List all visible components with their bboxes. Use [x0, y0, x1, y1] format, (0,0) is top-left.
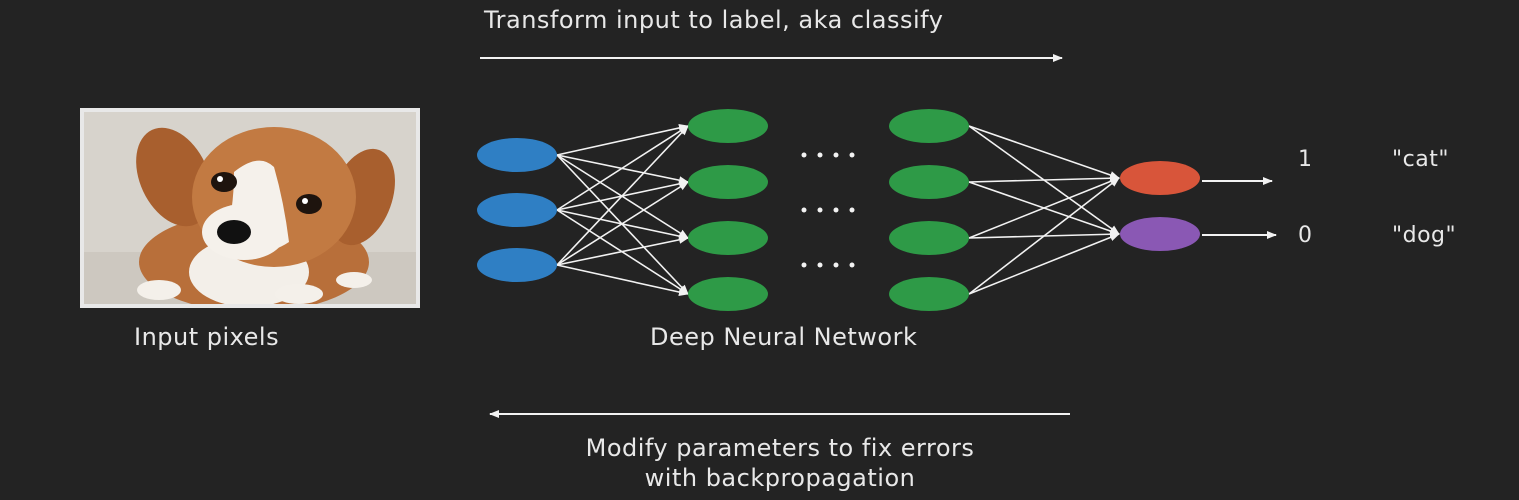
hidden-node	[889, 109, 969, 143]
input-node	[477, 193, 557, 227]
hidden-node	[688, 221, 768, 255]
output-value-dog: 0	[1298, 223, 1313, 248]
output-label-dog: "dog"	[1392, 223, 1457, 248]
hidden-node	[889, 221, 969, 255]
connection-arrow	[968, 174, 1120, 183]
input-node	[477, 248, 557, 282]
output-label-cat: "cat"	[1392, 147, 1449, 172]
connection-arrow	[968, 177, 1120, 295]
connection-edges	[556, 124, 1120, 296]
output-node-dog	[1120, 217, 1200, 251]
output-node-cat	[1120, 161, 1200, 195]
connection-arrow	[556, 264, 689, 296]
connection-arrow	[556, 124, 689, 156]
hidden-node	[889, 165, 969, 199]
backprop-caption-line1: Modify parameters to fix errors	[585, 434, 975, 462]
input-photo	[80, 108, 420, 308]
puppy-photo	[84, 112, 416, 304]
network-caption: Deep Neural Network	[650, 323, 918, 351]
backprop-caption: Modify parameters to fix errors with bac…	[480, 433, 1080, 493]
connection-arrow	[968, 125, 1120, 179]
hidden-node	[889, 277, 969, 311]
connection-arrow	[556, 125, 689, 211]
connection-arrow	[556, 181, 689, 266]
hidden-node	[688, 165, 768, 199]
connection-arrow	[556, 125, 689, 266]
connection-arrow	[556, 235, 689, 266]
connection-arrow	[968, 177, 1120, 239]
output-value-cat: 1	[1298, 147, 1313, 172]
backprop-caption-line2: with backpropagation	[644, 464, 916, 492]
hidden-node	[688, 277, 768, 311]
input-node	[477, 138, 557, 172]
forward-caption: Transform input to label, aka classify	[484, 6, 944, 34]
ellipsis-dots	[801, 152, 855, 268]
hidden-node	[688, 109, 768, 143]
input-caption: Input pixels	[134, 323, 280, 351]
connection-arrow	[968, 233, 1120, 295]
